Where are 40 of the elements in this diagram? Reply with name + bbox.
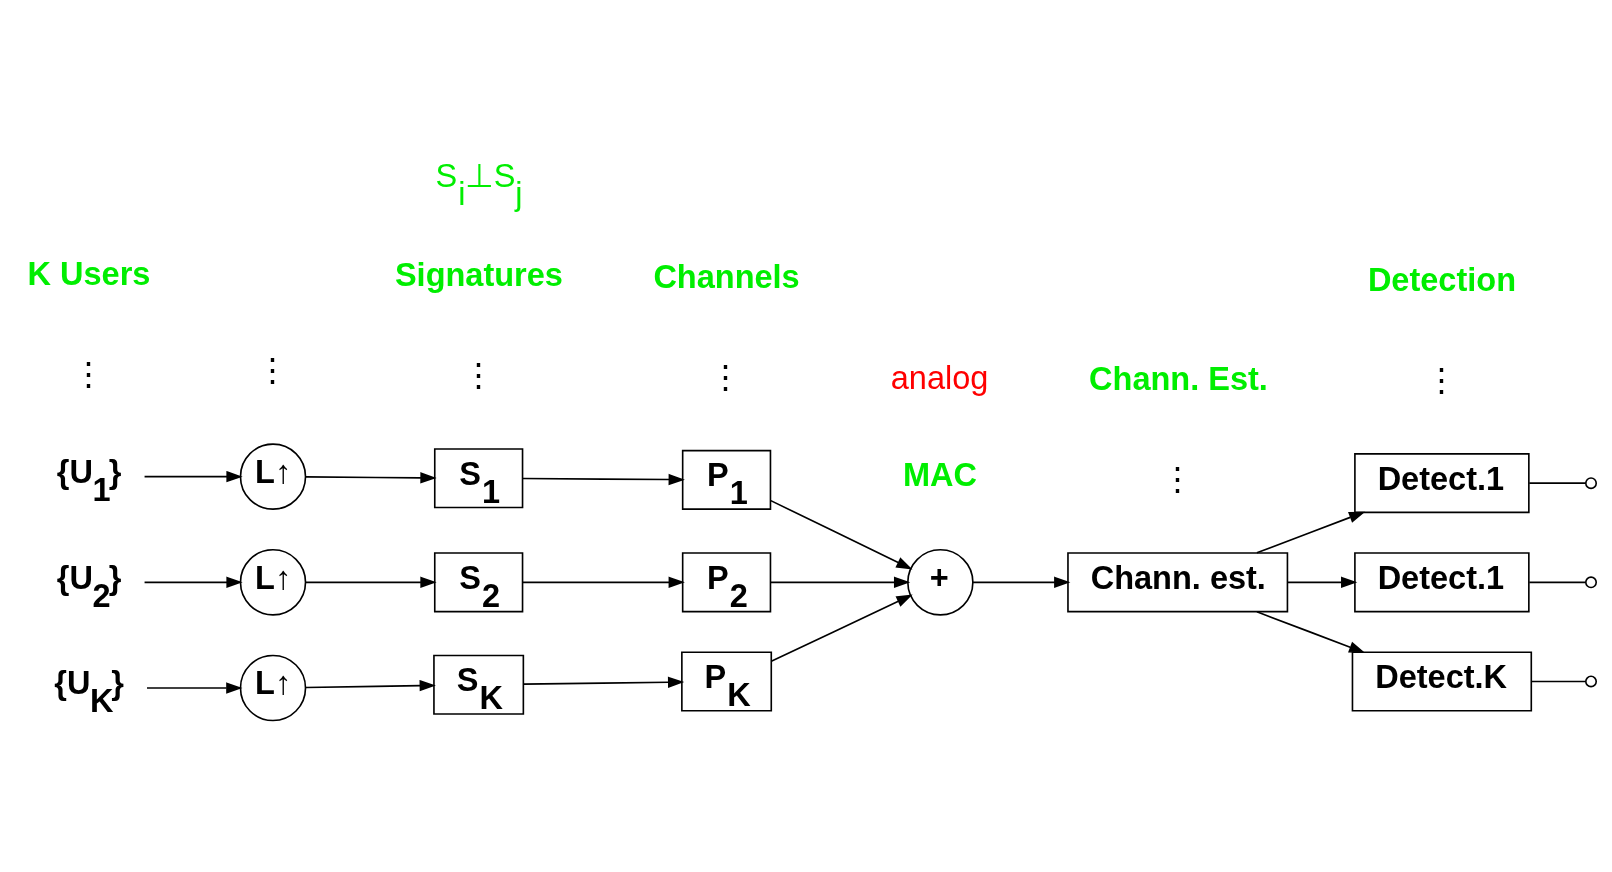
arrow (770, 576, 911, 588)
arrow (522, 473, 685, 486)
label: ⋮ (461, 358, 495, 395)
arrow (143, 470, 243, 483)
node-box: Chann. est. (1067, 552, 1289, 613)
arrow (770, 594, 913, 662)
label: ⋮ (72, 356, 106, 393)
label: K Users (27, 255, 151, 292)
node-box: Detect.1 (1354, 552, 1530, 613)
arrow (1286, 576, 1358, 588)
arrow (522, 676, 685, 688)
arrow (305, 679, 436, 692)
node-circle: + (907, 549, 974, 616)
label: analog (890, 359, 989, 396)
arrow (305, 472, 437, 484)
connector (1528, 581, 1587, 584)
label: Signatures (394, 257, 563, 294)
arrow (1256, 611, 1366, 653)
connector (1530, 680, 1587, 683)
label: ⋮ (709, 359, 743, 396)
arrow (972, 576, 1071, 588)
label: ⋮ (1160, 462, 1194, 499)
node-circle: L↑ (239, 654, 307, 722)
node-box: Detect.K (1351, 651, 1533, 712)
node-circle: L↑ (239, 549, 307, 616)
label: MAC (902, 457, 977, 494)
arrow (143, 576, 243, 588)
label: Detection (1367, 262, 1516, 299)
node-circle: L↑ (239, 443, 307, 510)
connector (1528, 482, 1587, 484)
arrow (522, 576, 685, 588)
label: ⋮ (1424, 363, 1458, 400)
label: Chann. Est. (1089, 361, 1268, 398)
arrow (305, 576, 437, 588)
arrow (1256, 511, 1366, 554)
label: ⋮ (255, 353, 289, 390)
arrow (770, 499, 913, 570)
arrow (146, 682, 243, 694)
label: Channels (653, 259, 800, 296)
node-box: Detect.1 (1354, 453, 1530, 514)
